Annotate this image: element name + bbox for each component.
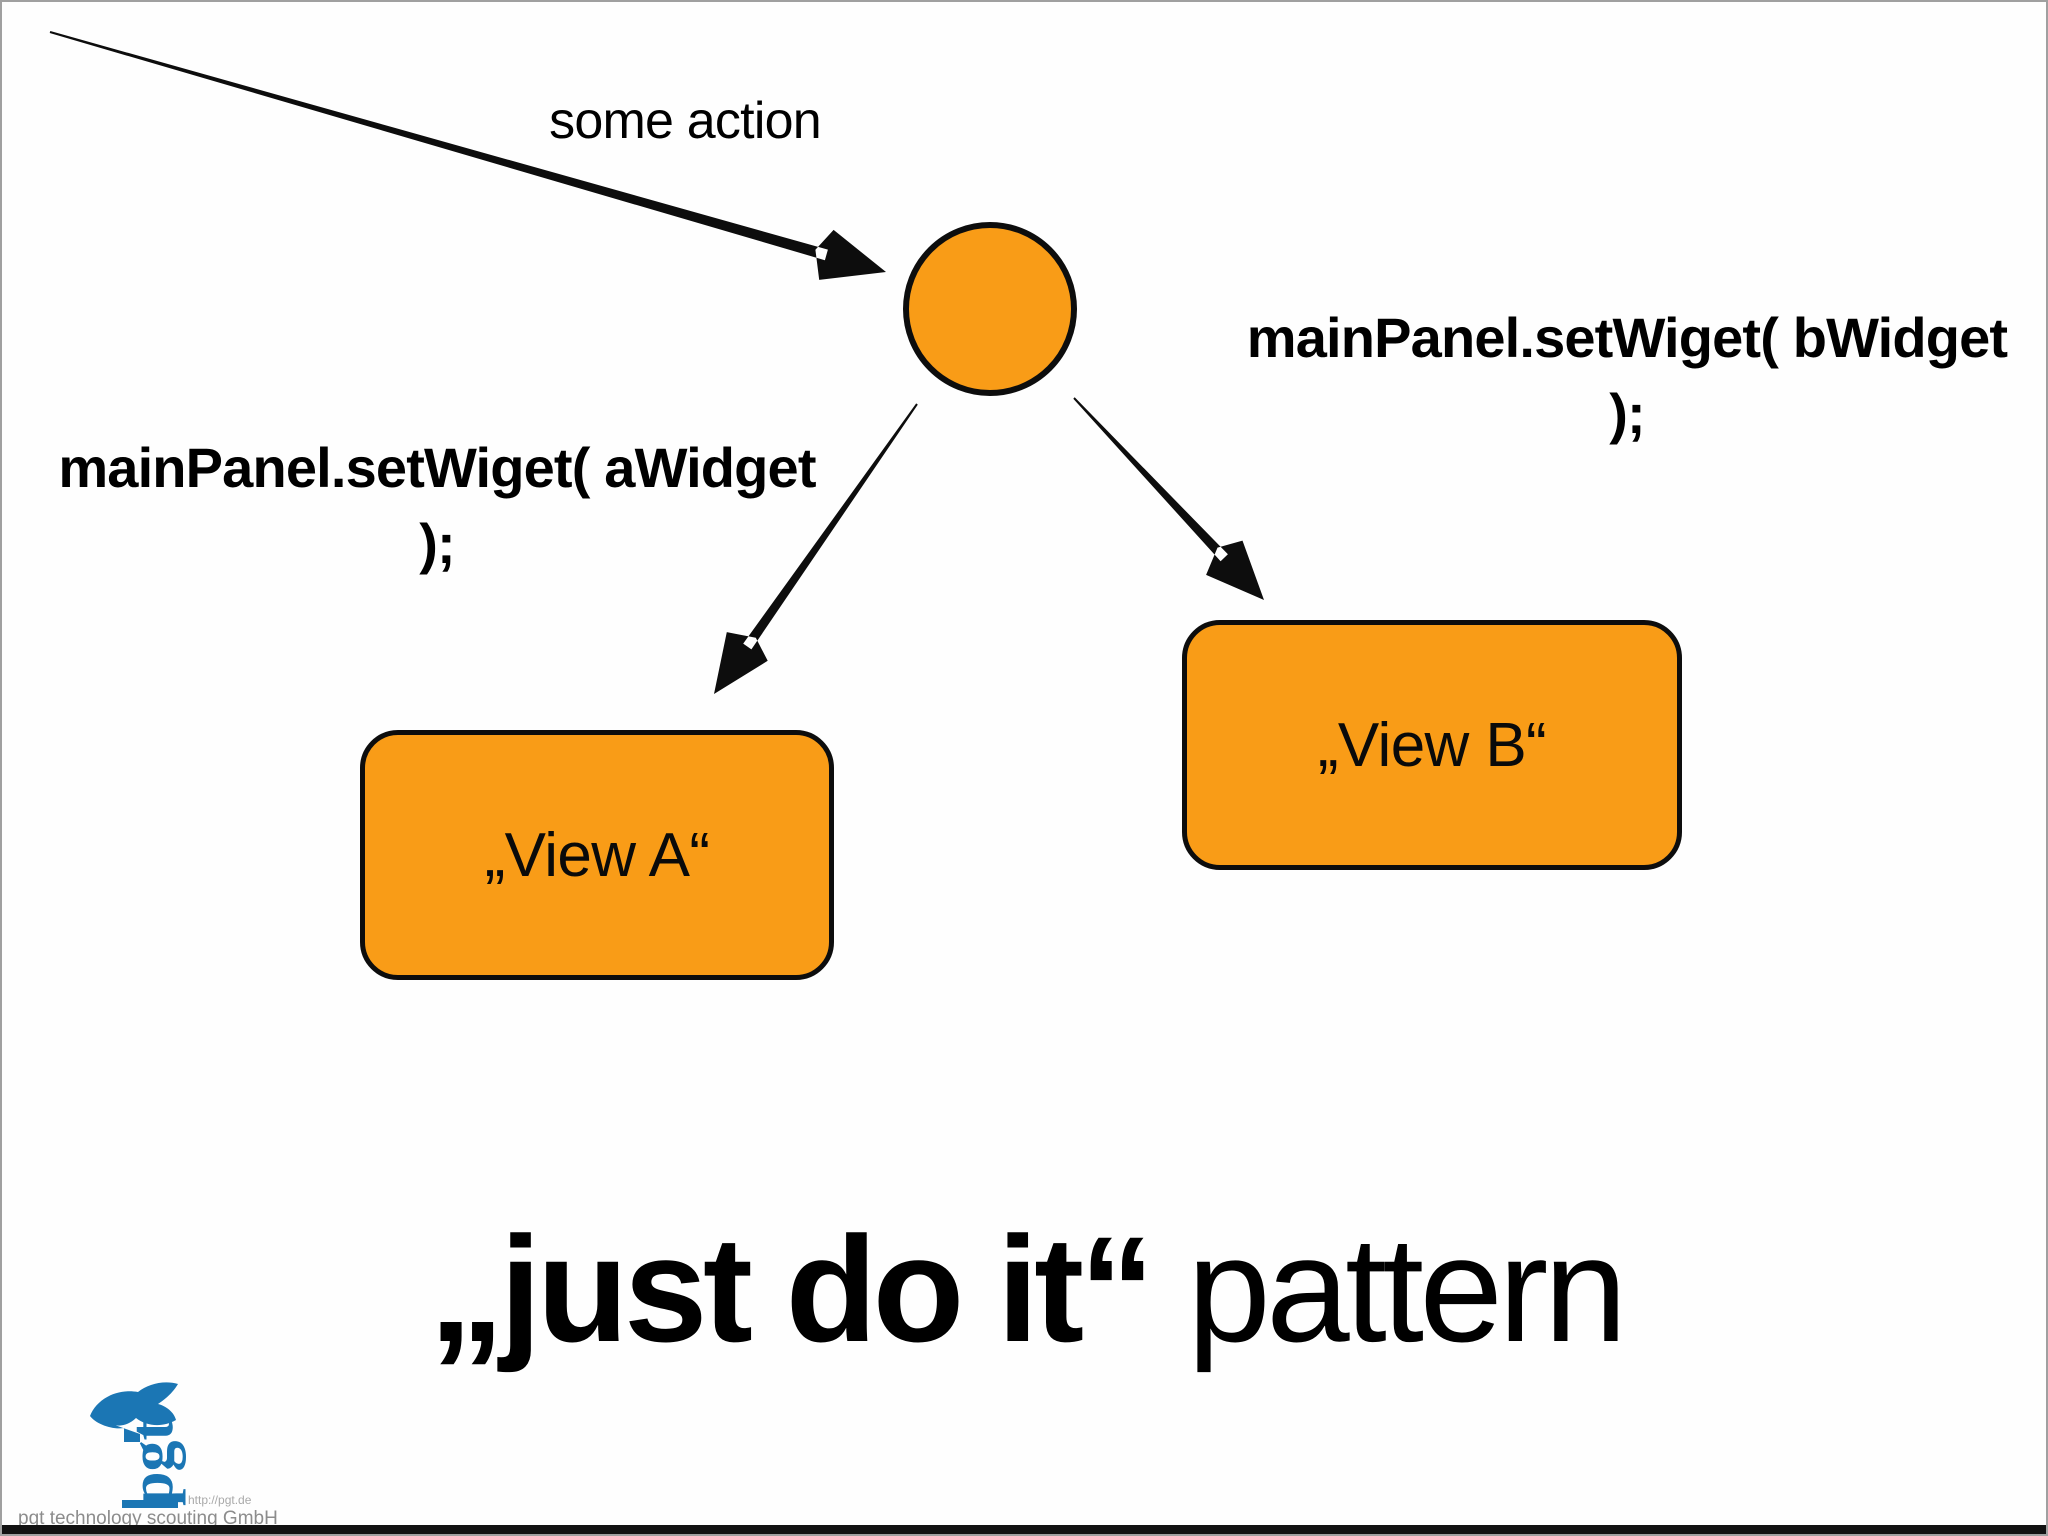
view-a-box: „View A“ bbox=[360, 730, 834, 980]
logo-brand-text: pgt bbox=[118, 1420, 186, 1506]
logo-url: http://pgt.de bbox=[188, 1493, 252, 1507]
slide-title: „just do it“ pattern bbox=[2, 1205, 2046, 1373]
code-label-b: mainPanel.setWiget( bWidget ); bbox=[1207, 300, 2046, 451]
code-label-a-line1: mainPanel.setWiget( aWidget bbox=[58, 436, 816, 499]
bottom-bar bbox=[2, 1525, 2046, 1534]
code-label-b-line1: mainPanel.setWiget( bWidget bbox=[1246, 306, 2008, 369]
view-a-label: „View A“ bbox=[484, 820, 710, 890]
logo-company: pgt technology scouting GmbH bbox=[18, 1508, 278, 1529]
slide-title-quoted: „just do it“ bbox=[429, 1205, 1154, 1373]
logo-underline bbox=[122, 1500, 178, 1508]
view-b-label: „View B“ bbox=[1317, 710, 1547, 780]
view-b-box: „View B“ bbox=[1182, 620, 1682, 870]
code-label-a: mainPanel.setWiget( aWidget ); bbox=[12, 430, 862, 581]
slide-title-rest: pattern bbox=[1150, 1205, 1627, 1373]
action-label: some action bbox=[549, 92, 822, 150]
code-label-a-line2: ); bbox=[419, 511, 455, 575]
whale-tail-icon bbox=[90, 1382, 178, 1442]
code-label-b-line2: ); bbox=[1609, 381, 1645, 445]
pgt-logo: pgt http://pgt.de pgt technology scoutin… bbox=[12, 1378, 352, 1530]
state-node-circle bbox=[903, 222, 1077, 396]
